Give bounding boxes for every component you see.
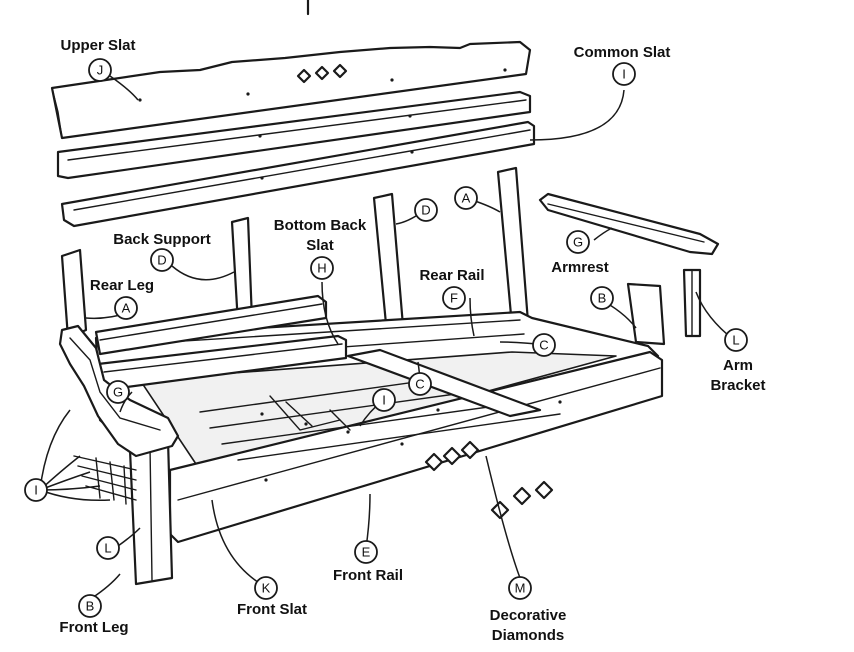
label-common-slat: Common Slat <box>574 44 671 61</box>
letter-l-left: L <box>104 541 111 556</box>
letter-e-callout: E <box>354 540 378 564</box>
letter-b-right-callout: B <box>590 286 614 310</box>
label-bottom-back-line2: Slat <box>306 237 334 254</box>
label-front-leg: Front Leg <box>59 619 128 636</box>
letter-g-left: G <box>113 385 123 400</box>
letter-i-left: I <box>34 483 38 498</box>
seat-frame <box>94 310 664 544</box>
arm-bracket-piece <box>682 268 702 338</box>
letter-l-right-callout: L <box>724 328 748 352</box>
front-leg-right-piece <box>626 282 666 346</box>
letter-a-right-callout: A <box>454 186 478 210</box>
letter-a-right: A <box>462 191 471 206</box>
letter-i-seat-callout: I <box>372 388 396 412</box>
letter-d-left-callout: D <box>150 248 174 272</box>
letter-k: K <box>262 581 271 596</box>
letter-f-callout: F <box>442 286 466 310</box>
seat-slats <box>199 379 561 461</box>
common-slat-piece-1 <box>56 90 532 180</box>
letter-m-callout: M <box>508 576 532 600</box>
letter-c-center: C <box>415 377 424 392</box>
label-diamonds-line1: Decorative <box>490 607 567 624</box>
common-slat-piece-2 <box>60 120 536 228</box>
label-back-support: Back Support <box>113 231 211 248</box>
letter-l-left-callout: L <box>96 536 120 560</box>
diamonds-loose <box>490 480 554 520</box>
rear-leg-left-piece <box>60 248 88 340</box>
label-arm-bracket-line2: Bracket <box>710 377 765 394</box>
letter-h-callout: H <box>310 256 334 280</box>
letter-d-right-callout: D <box>414 198 438 222</box>
letter-b-right: B <box>598 291 607 306</box>
letter-c-right: C <box>539 338 548 353</box>
letter-b-left-callout: B <box>78 594 102 618</box>
letter-d-right: D <box>421 203 430 218</box>
label-diamonds-line2: Diamonds <box>492 627 565 644</box>
letter-e: E <box>362 545 371 560</box>
diamonds-mounted <box>424 440 480 472</box>
letter-c-center-callout: C <box>408 372 432 396</box>
letter-g-right: G <box>573 235 583 250</box>
label-upper-slat: Upper Slat <box>60 37 135 54</box>
armrest-left-piece <box>58 324 180 458</box>
letter-k-callout: K <box>254 576 278 600</box>
letter-i-seat: I <box>382 393 386 408</box>
letter-h: H <box>317 261 326 276</box>
letter-b-left: B <box>86 599 95 614</box>
label-front-rail: Front Rail <box>333 567 403 584</box>
leader-lines <box>39 75 735 599</box>
upper-slat-piece <box>50 40 532 140</box>
rear-leg-right-piece <box>496 166 530 328</box>
label-bottom-back-line1: Bottom Back <box>274 217 367 234</box>
letter-j: J <box>97 63 104 78</box>
letter-i-common-callout: I <box>612 62 636 86</box>
letter-c-right-callout: C <box>532 333 556 357</box>
armrest-right-piece <box>538 192 720 256</box>
label-rear-leg: Rear Leg <box>90 277 154 294</box>
letter-f: F <box>450 291 458 306</box>
left-end-slats <box>73 455 137 505</box>
letter-d-left: D <box>157 253 166 268</box>
letter-a-left: A <box>122 301 131 316</box>
letter-i-common: I <box>622 67 626 82</box>
letter-i-left-callout: I <box>24 478 48 502</box>
label-front-slat: Front Slat <box>237 601 307 618</box>
center-rail-piece <box>346 348 542 418</box>
letter-a-left-callout: A <box>114 296 138 320</box>
front-leg-left-piece <box>128 438 174 586</box>
label-rear-rail: Rear Rail <box>419 267 484 284</box>
letter-j-callout: J <box>88 58 112 82</box>
letter-g-right-callout: G <box>566 230 590 254</box>
letter-g-left-callout: G <box>106 380 130 404</box>
letter-m: M <box>515 581 526 596</box>
label-arm-bracket-line1: Arm <box>723 357 753 374</box>
label-armrest: Armrest <box>551 259 609 276</box>
letter-l-right: L <box>732 333 739 348</box>
